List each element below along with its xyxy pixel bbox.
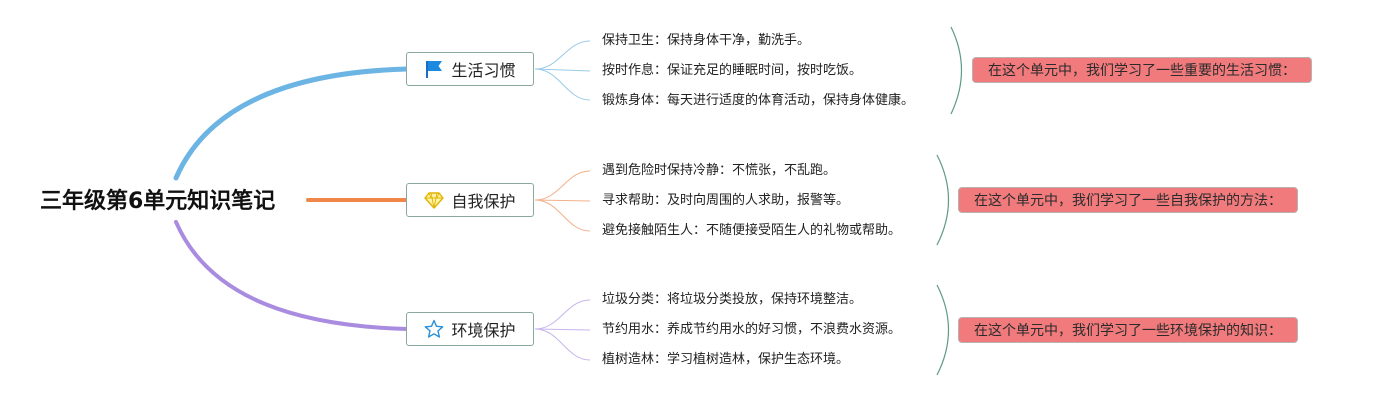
- subtopic-1-1[interactable]: 保持卫生：保持身体干净，勤洗手。: [602, 33, 811, 48]
- subtopic-3-1[interactable]: 垃圾分类：将垃圾分类投放，保持环境整洁。: [602, 292, 863, 307]
- leaf-connector-2-3: [534, 199, 591, 232]
- subtopic-2-2[interactable]: 寻求帮助：及时向周围的人求助，报警等。: [602, 193, 850, 208]
- branch-line-1: [173, 66, 410, 181]
- subtopic-3-3[interactable]: 植树造林：学习植树造林，保护生态环境。: [602, 352, 850, 367]
- branch-line-3: [174, 220, 409, 331]
- diamond-icon: [424, 190, 445, 210]
- summary-2[interactable]: 在这个单元中，我们学习了一些自我保护的方法：: [958, 187, 1298, 213]
- topic-label: 环境保护: [451, 321, 516, 340]
- leaf-connector-2-2: [534, 199, 591, 202]
- subtopic-2-1[interactable]: 遇到危险时保持冷静：不慌张，不乱跑。: [602, 163, 837, 178]
- subtopic-1-2[interactable]: 按时作息：保证充足的睡眠时间，按时吃饭。: [602, 63, 863, 78]
- summary-3[interactable]: 在这个单元中，我们学习了一些环境保护的知识：: [958, 317, 1298, 343]
- summary-bracket-2: [936, 154, 950, 246]
- leaf-connector-3-2: [534, 328, 591, 331]
- topic-self-protection[interactable]: 自我保护: [406, 183, 534, 217]
- leaf-connector-2-1: [534, 170, 591, 201]
- topic-environment-protection[interactable]: 环境保护: [406, 312, 534, 346]
- flag-icon: [424, 59, 444, 79]
- leaf-connector-1-3: [534, 68, 591, 101]
- subtopic-2-3[interactable]: 避免接触陌生人：不随便接受陌生人的礼物或帮助。: [602, 223, 902, 238]
- leaf-connector-3-3: [534, 328, 591, 361]
- topic-label: 自我保护: [451, 192, 516, 211]
- leaf-connector-3-1: [534, 299, 591, 330]
- topic-label: 生活习惯: [451, 61, 516, 80]
- root-topic[interactable]: 三年级第6单元知识笔记: [40, 189, 276, 214]
- subtopic-3-2[interactable]: 节约用水：养成节约用水的好习惯，不浪费水资源。: [602, 322, 902, 337]
- topic-living-habits[interactable]: 生活习惯: [406, 52, 534, 86]
- star-icon: [424, 319, 444, 339]
- summary-bracket-3: [936, 284, 950, 376]
- summary-1[interactable]: 在这个单元中，我们学习了一些重要的生活习惯：: [972, 57, 1312, 83]
- summary-bracket-1: [950, 26, 963, 115]
- subtopic-1-3[interactable]: 锻炼身体：每天进行适度的体育活动，保持身体健康。: [602, 93, 915, 108]
- leaf-connector-1-1: [534, 40, 591, 70]
- leaf-connector-1-2: [534, 68, 591, 72]
